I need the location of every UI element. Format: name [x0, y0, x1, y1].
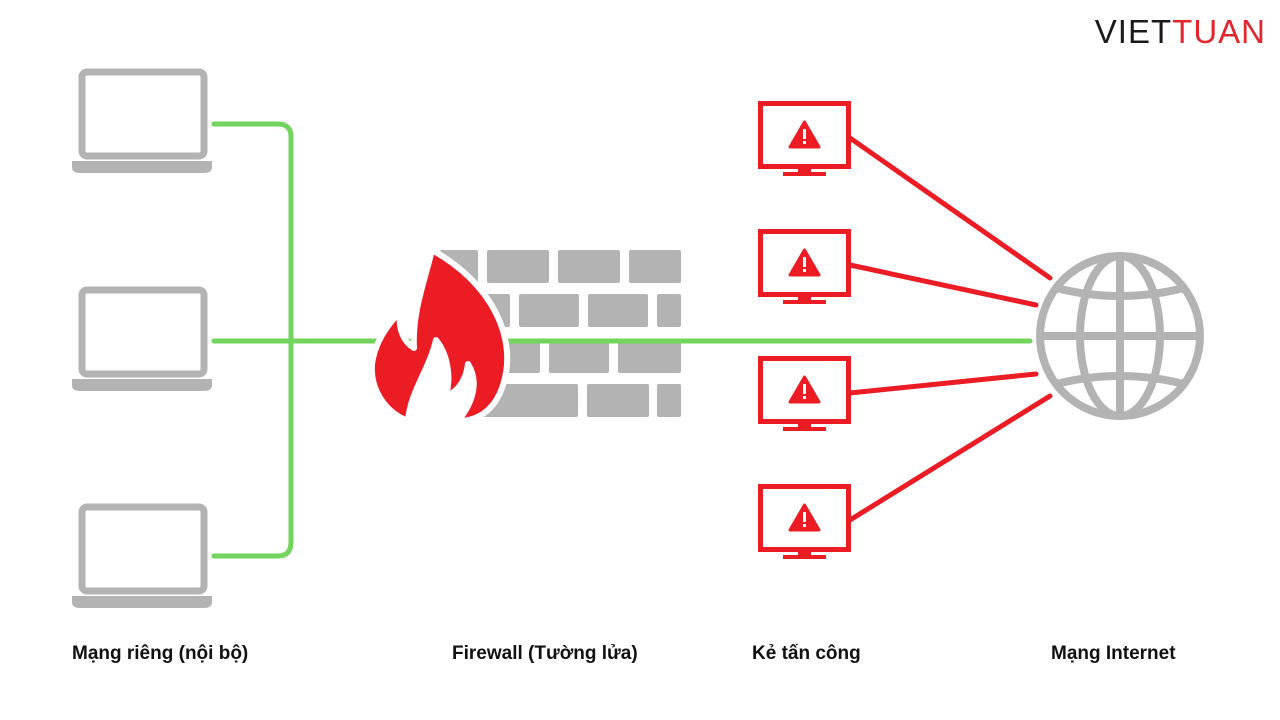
attack-link-1	[847, 135, 1053, 281]
attack-link-4	[847, 393, 1053, 523]
fire-icon	[368, 247, 511, 424]
globe-icon	[1036, 252, 1204, 420]
laptop-icon	[72, 503, 212, 608]
brand-logo-part1: VIET	[1094, 13, 1173, 50]
laptop-icon	[72, 286, 212, 391]
warning-monitor-icon	[758, 484, 851, 559]
attack-link-2	[847, 262, 1039, 308]
private-network-label: Mạng riêng (nội bộ)	[72, 643, 249, 664]
warning-monitor-icon	[758, 229, 851, 304]
warning-monitor-icon	[758, 101, 851, 176]
attack-links	[847, 135, 1053, 523]
attack-link-3	[847, 371, 1039, 396]
brand-logo-part2: TUAN	[1172, 13, 1266, 50]
laptop-icon	[72, 68, 212, 173]
internet-label: Mạng Internet	[1051, 643, 1176, 664]
warning-monitor-icon	[758, 356, 851, 431]
firewall-label: Firewall (Tường lửa)	[452, 643, 638, 664]
brand-logo: VIETTUAN	[1095, 14, 1266, 50]
attacker-label: Kẻ tấn công	[752, 643, 861, 664]
